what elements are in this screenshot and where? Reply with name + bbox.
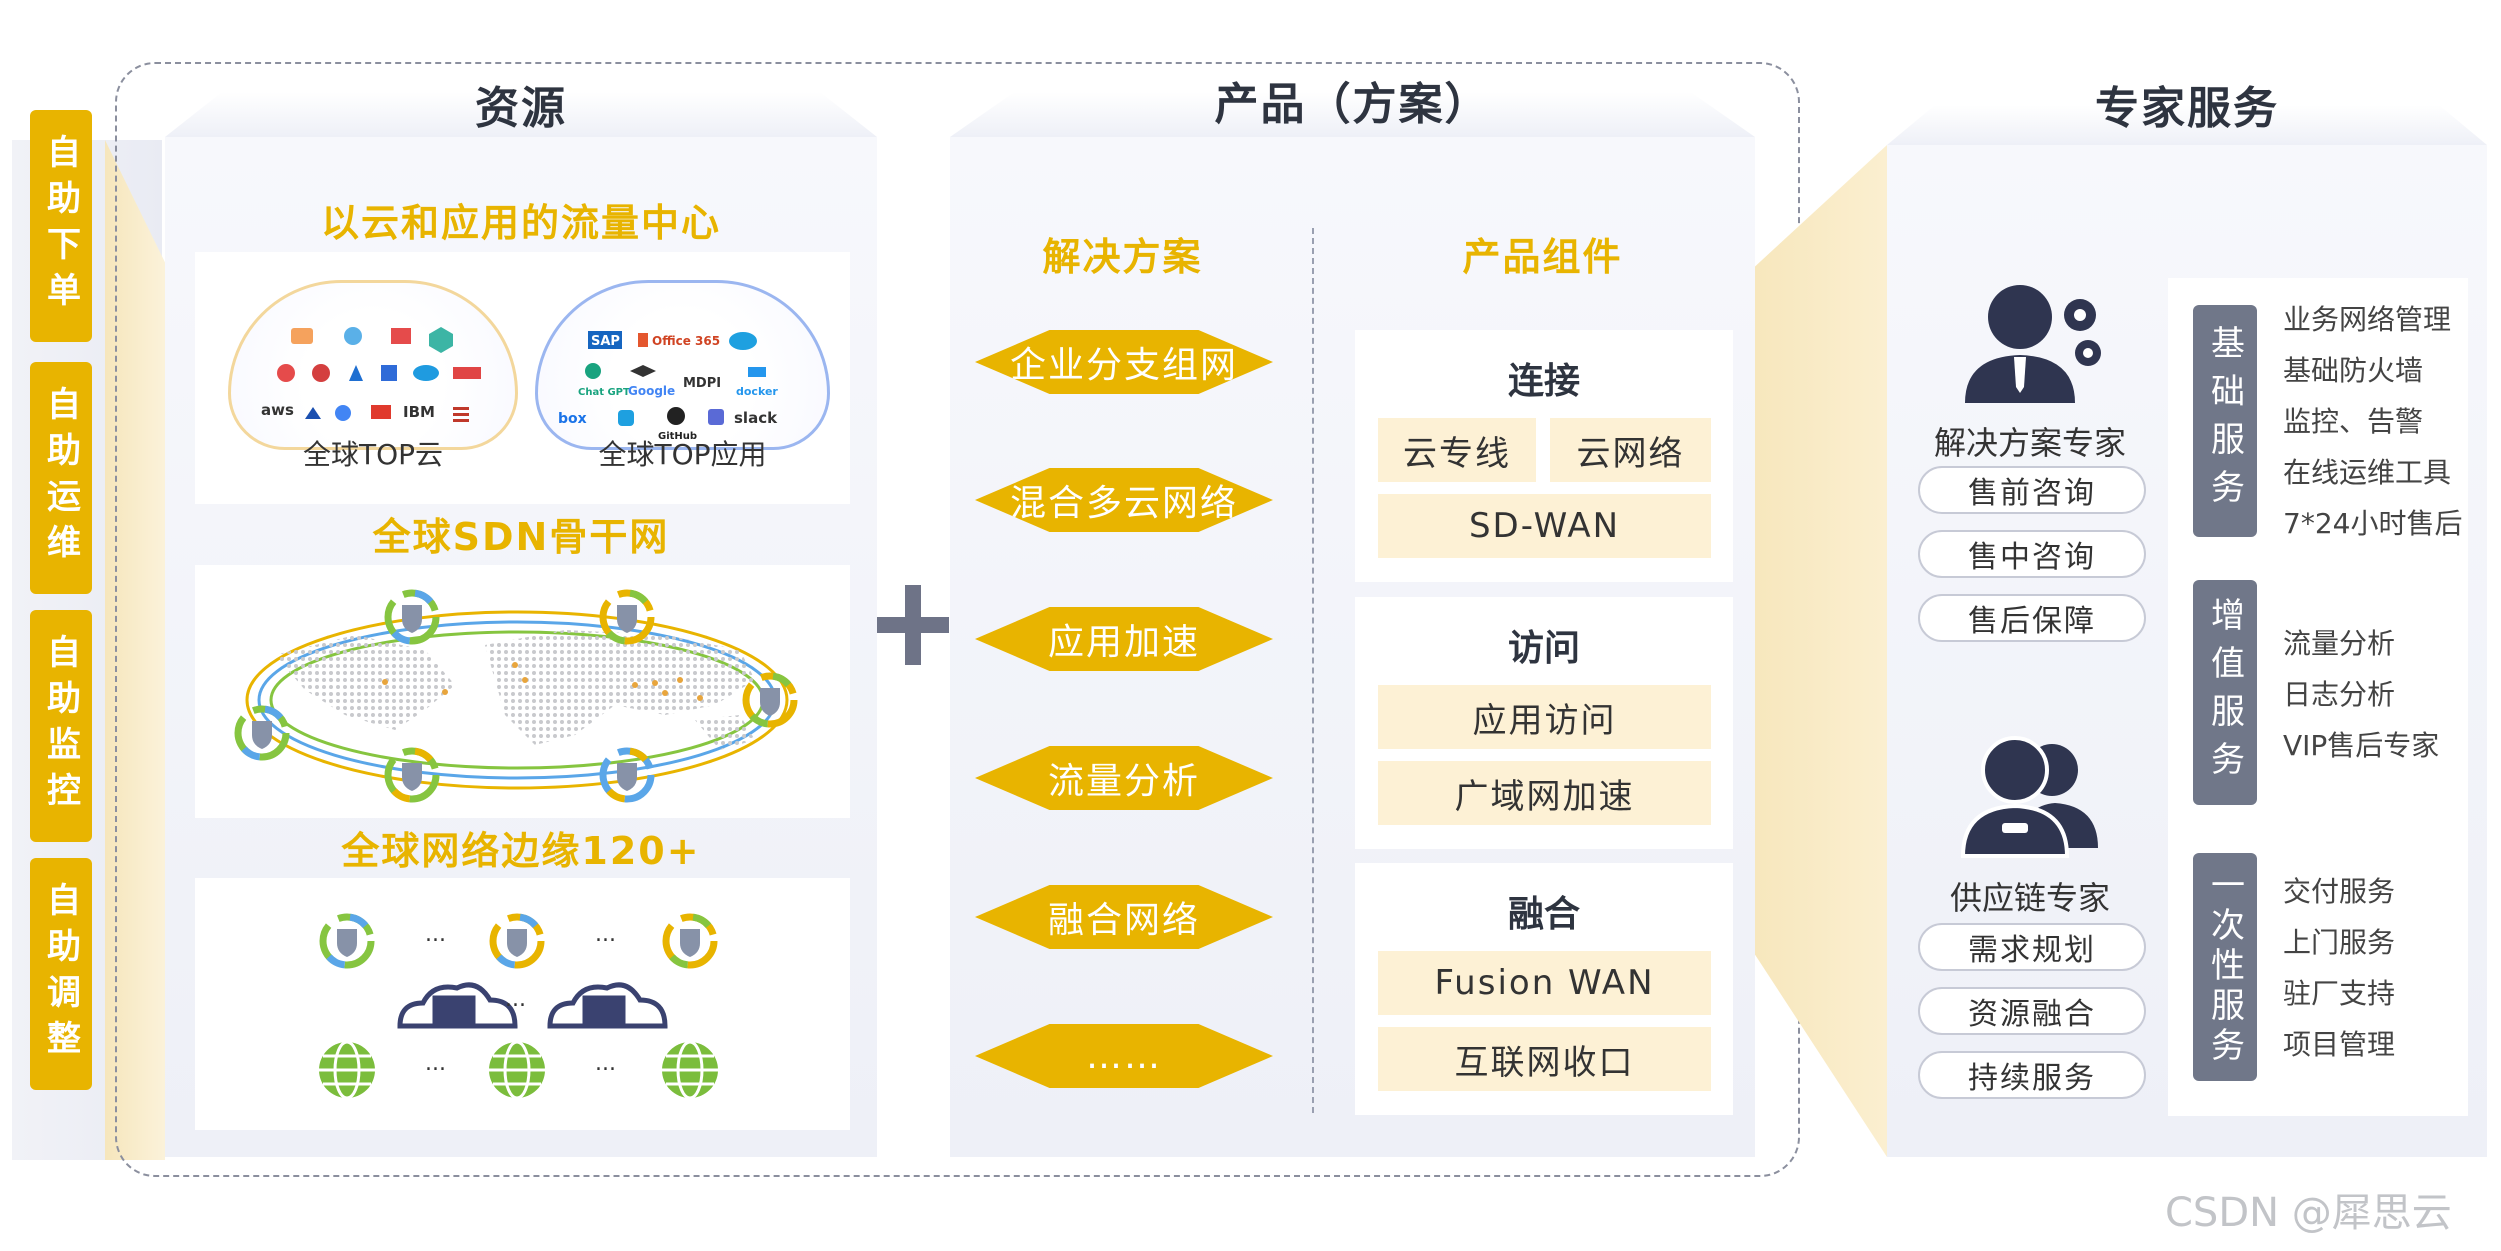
- tag-basic-services: 基础服务: [2193, 305, 2257, 537]
- backbone-nodes: [234, 589, 798, 803]
- edge-box: ... ... ... ... ...: [195, 878, 850, 1130]
- solution-expert-icon: [1965, 285, 2101, 403]
- map-americas: [275, 635, 455, 730]
- aws-logo: aws: [261, 401, 294, 419]
- service-item: 业务网络管理: [2283, 303, 2452, 336]
- service-resource-fusion[interactable]: 资源融合: [1918, 987, 2146, 1035]
- tab-self-monitor[interactable]: 自助监控: [30, 610, 92, 842]
- service-item: 日志分析: [2283, 678, 2396, 711]
- service-item: VIP售后专家: [2283, 729, 2440, 762]
- solution-converged-network[interactable]: 融合网络: [975, 885, 1273, 949]
- chip-fusion-wan[interactable]: Fusion WAN: [1378, 951, 1711, 1015]
- chip-wan-acceleration[interactable]: 广域网加速: [1378, 761, 1711, 825]
- one-time-services-list: 交付服务 上门服务 驻厂支持 项目管理: [2283, 866, 2395, 1070]
- docker-logo: docker: [736, 385, 778, 398]
- service-item: 驻厂支持: [2283, 977, 2396, 1010]
- solution-expert-name: 解决方案专家: [1933, 424, 2126, 462]
- value-added-services-list: 流量分析 日志分析 VIP售后专家: [2283, 618, 2439, 771]
- node-shield-icon: [599, 747, 655, 803]
- ellipsis-text: ...: [425, 1051, 446, 1076]
- map-oceania: [695, 715, 755, 750]
- sdn-box: [195, 565, 850, 818]
- ellipsis-text: ...: [595, 1051, 616, 1076]
- sap-logo: SAP: [591, 334, 620, 349]
- tag-one-time-services: 一次性服务: [2193, 853, 2257, 1081]
- service-demand-planning[interactable]: 需求规划: [1918, 923, 2146, 971]
- tab-self-ops[interactable]: 自助运维: [30, 362, 92, 594]
- chip-internet-egress[interactable]: 互联网收口: [1378, 1027, 1711, 1091]
- components-title: 产品组件: [1462, 235, 1623, 279]
- solutions-title: 解决方案: [1042, 235, 1203, 279]
- cloud-center-title: 以云和应用的流量中心: [320, 201, 721, 245]
- ellipsis-text: ...: [595, 922, 616, 947]
- plus-icon: [877, 585, 949, 665]
- node-shield-icon: [234, 705, 290, 761]
- app-logos: SAP Office 365 Chat GPT Google MDPI dock…: [558, 331, 778, 442]
- service-presales[interactable]: 售前咨询: [1918, 466, 2146, 514]
- edge-shield-icons: [319, 913, 718, 969]
- ibm-logo: IBM: [403, 403, 435, 421]
- top-cloud-caption: 全球TOP云: [302, 438, 444, 471]
- csdn-watermark: CSDN @犀思云: [2165, 1190, 2452, 1236]
- chip-cloud-network[interactable]: 云网络: [1550, 418, 1711, 482]
- chip-app-access[interactable]: 应用访问: [1378, 685, 1711, 749]
- edge-network-graphic: ... ... ... ... ...: [319, 913, 718, 1100]
- service-item: 7*24小时售后: [2283, 507, 2463, 540]
- supply-expert-name: 供应链专家: [1949, 879, 2110, 917]
- right-connector-wedge: [1755, 145, 1887, 1157]
- chatgpt-logo: Chat GPT: [578, 387, 630, 398]
- top-apps-cloud: SAP Office 365 Chat GPT Google MDPI dock…: [535, 280, 830, 450]
- top-apps-caption: 全球TOP应用: [598, 438, 767, 471]
- resources-title: 资源: [475, 83, 567, 134]
- edge-title: 全球网络边缘120+: [341, 829, 701, 873]
- ellipsis-text: ...: [505, 987, 526, 1012]
- office365-logo: Office 365: [652, 334, 720, 348]
- tab-self-adjust[interactable]: 自助调整: [30, 858, 92, 1090]
- cloud-provider-logos: aws IBM: [261, 327, 481, 422]
- edge-cloud-server-icons: [397, 982, 668, 1029]
- box-logo: box: [558, 411, 587, 427]
- github-logo: GitHub: [658, 431, 697, 442]
- products-header-bg: [950, 92, 1755, 137]
- node-shield-icon: [384, 589, 440, 645]
- service-item: 基础防火墙: [2283, 354, 2424, 387]
- edge-globe-icons: [319, 1040, 718, 1100]
- group-access-title: 访问: [1507, 628, 1580, 669]
- node-shield-icon: [384, 747, 440, 803]
- service-item: 流量分析: [2283, 627, 2396, 660]
- tag-value-added-services: 增值服务: [2193, 580, 2257, 805]
- experts-title: 专家服务: [2095, 83, 2279, 134]
- products-title: 产品（方案）: [1214, 79, 1491, 130]
- slack-logo: slack: [734, 409, 778, 427]
- service-item: 交付服务: [2283, 875, 2396, 908]
- global-backbone-map: [234, 589, 798, 803]
- service-item: 在线运维工具: [2283, 456, 2452, 489]
- top-cloud-providers-cloud: aws IBM: [228, 280, 518, 450]
- service-item: 监控、告警: [2283, 405, 2424, 438]
- products-divider: [1312, 228, 1314, 1113]
- node-shield-icon: [599, 589, 655, 645]
- sdn-title: 全球SDN骨干网: [372, 515, 670, 559]
- service-insales[interactable]: 售中咨询: [1918, 530, 2146, 578]
- group-connect-title: 连接: [1507, 361, 1580, 402]
- tab-self-order[interactable]: 自助下单: [30, 110, 92, 342]
- supply-chain-expert-icon: [1960, 736, 2098, 858]
- ellipsis-text: ...: [425, 922, 446, 947]
- service-aftersales[interactable]: 售后保障: [1918, 594, 2146, 642]
- chip-cloud-dedicated-line[interactable]: 云专线: [1378, 418, 1536, 482]
- service-item: 项目管理: [2283, 1028, 2396, 1061]
- mdpi-logo: MDPI: [683, 376, 721, 391]
- node-shield-icon: [742, 672, 798, 728]
- google-logo: Google: [628, 384, 675, 398]
- solution-traffic-analysis[interactable]: 流量分析: [975, 746, 1273, 810]
- basic-services-list: 业务网络管理 基础防火墙 监控、告警 在线运维工具 7*24小时售后: [2283, 294, 2462, 549]
- experts-header-bg: [1887, 105, 2487, 145]
- resources-header-bg: [165, 92, 877, 137]
- group-fusion-title: 融合: [1507, 894, 1580, 935]
- service-continuous[interactable]: 持续服务: [1918, 1051, 2146, 1099]
- map-eurasia: [485, 630, 755, 745]
- service-item: 上门服务: [2283, 926, 2396, 959]
- chip-sd-wan[interactable]: SD-WAN: [1378, 494, 1711, 558]
- solution-app-acceleration[interactable]: 应用加速: [975, 607, 1273, 671]
